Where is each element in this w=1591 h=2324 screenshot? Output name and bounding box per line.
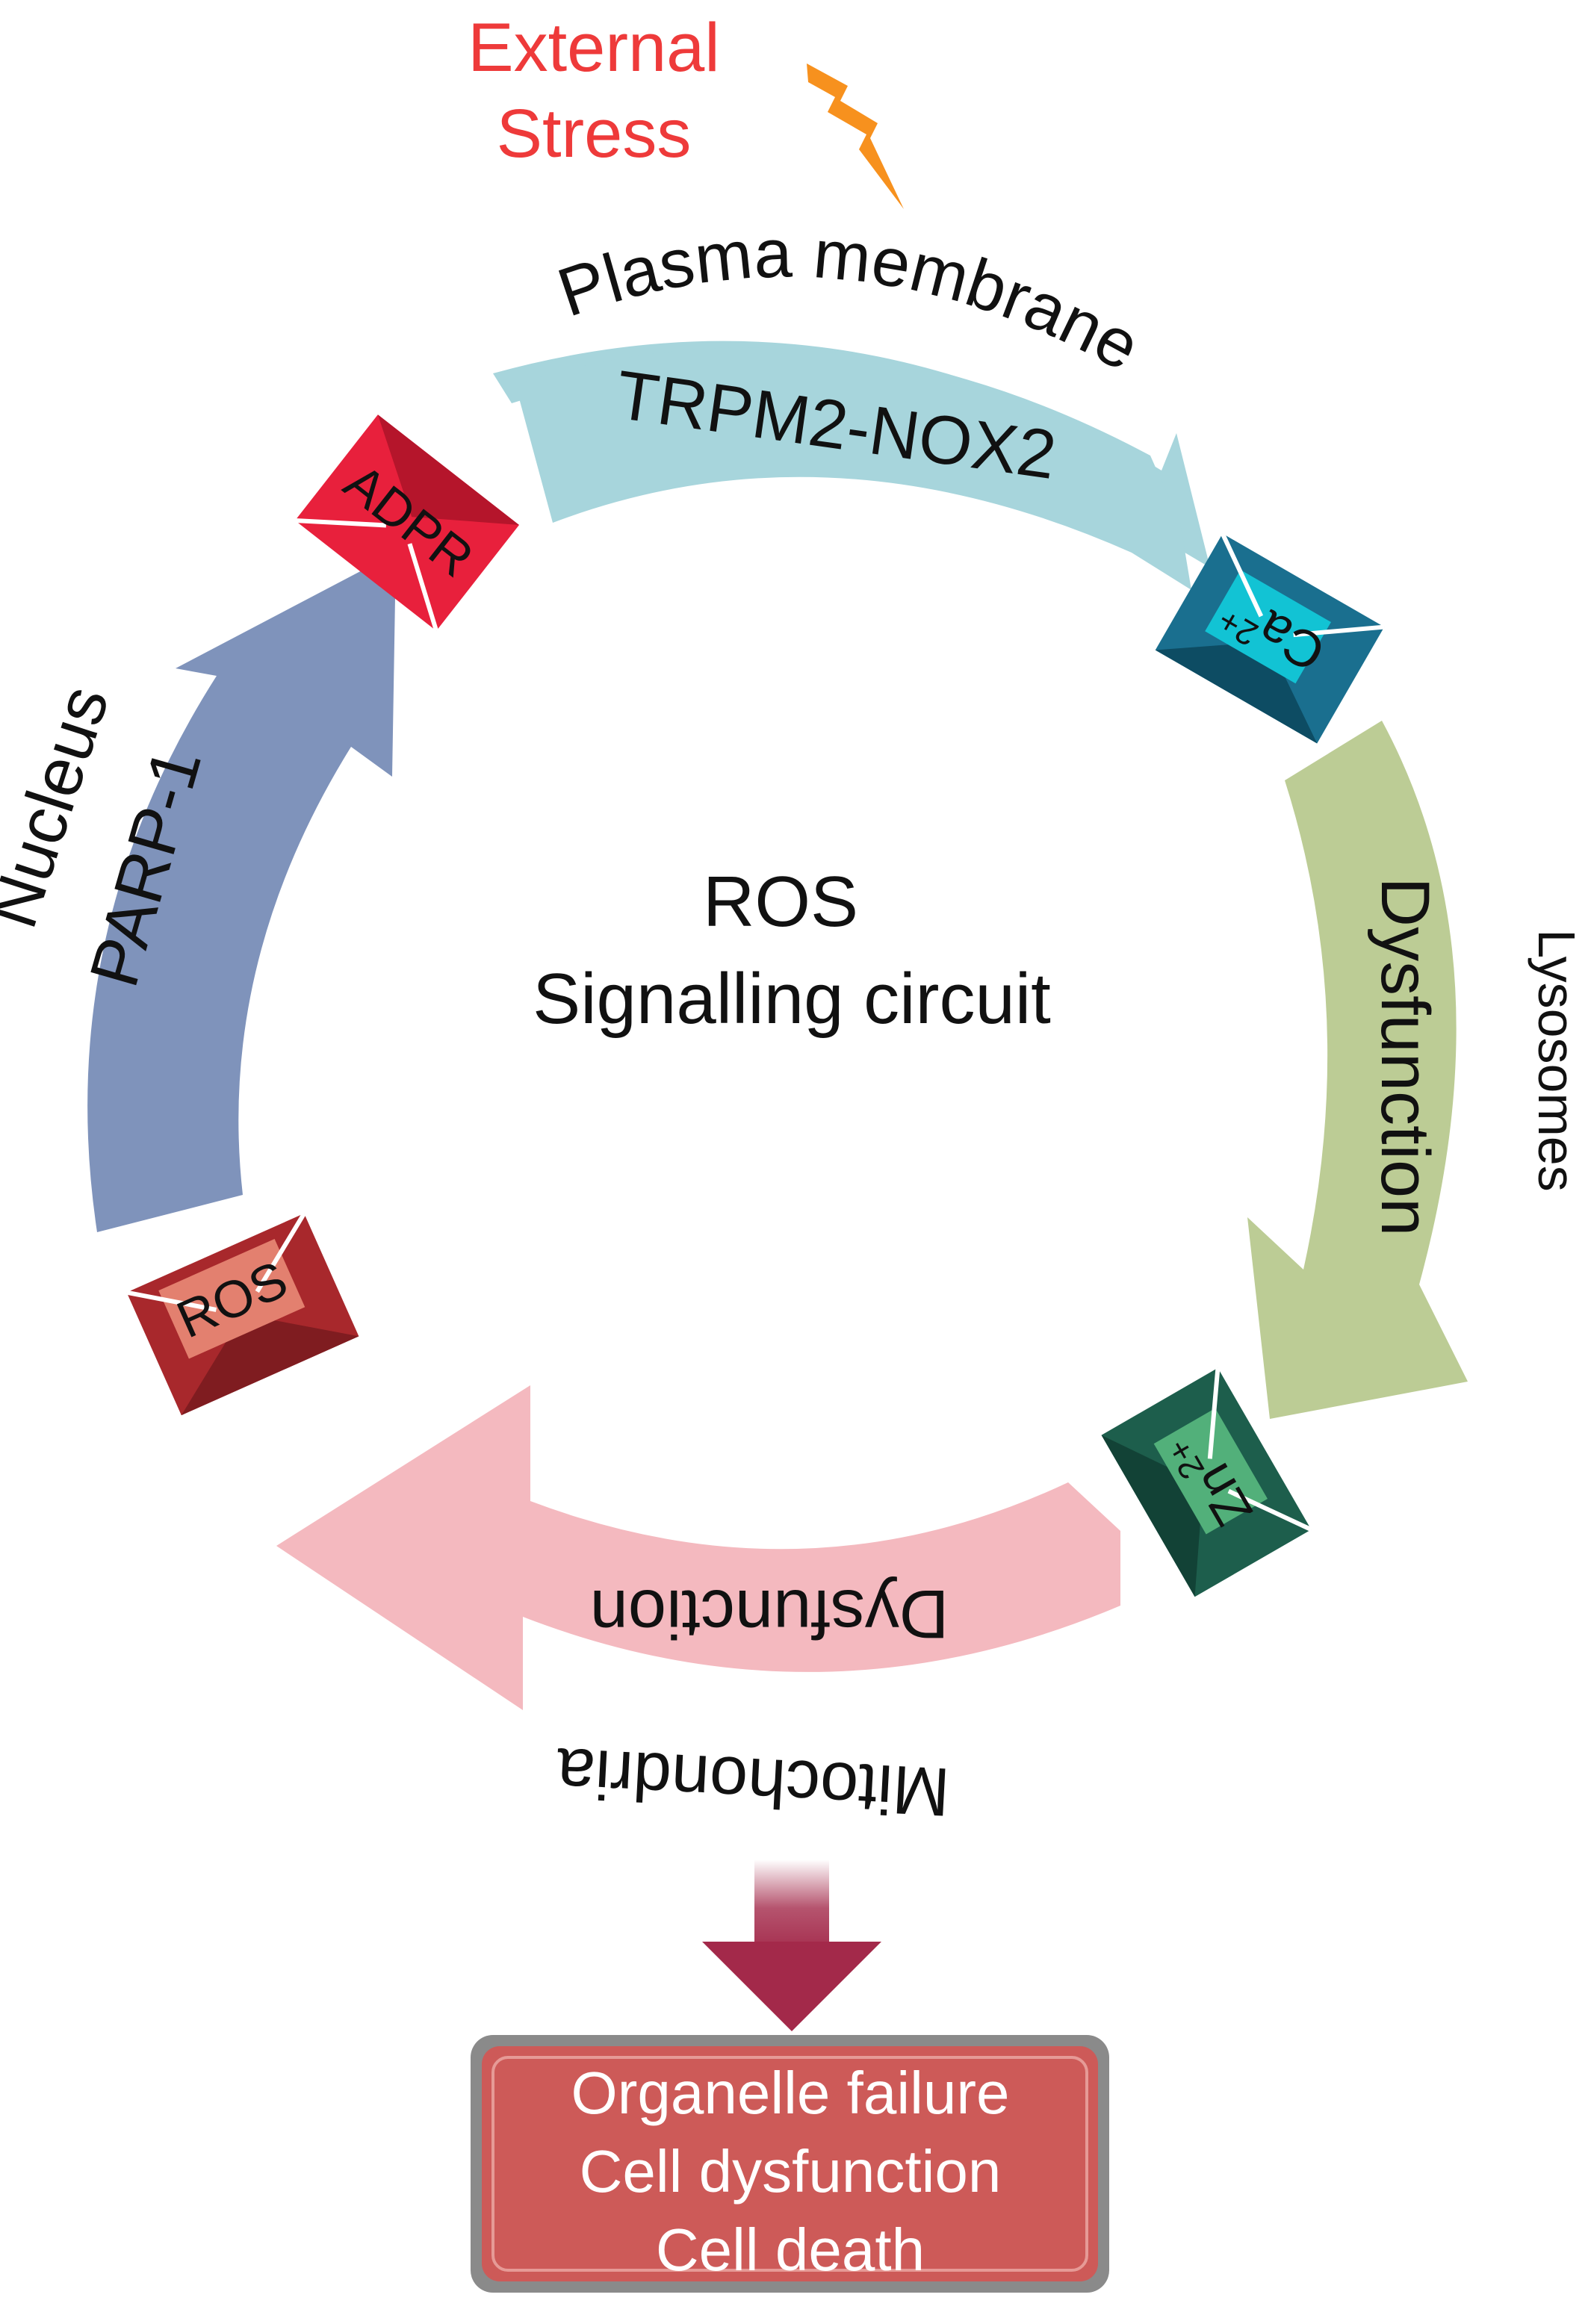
lysosomes-location-label: Lysosomes bbox=[1528, 929, 1586, 1191]
center-title: ROS Signalling circuit bbox=[533, 862, 1051, 1039]
plasma-membrane-arrow bbox=[493, 341, 1210, 568]
nucleus-arrow bbox=[87, 553, 396, 1232]
adpr-envelope-icon bbox=[295, 414, 519, 631]
down-arrow-shaft bbox=[754, 1859, 829, 1957]
mitochondria-arrow-label: Dysfunction bbox=[590, 1576, 949, 1652]
mitochondria-location-label: Mitochondria bbox=[554, 1733, 952, 1830]
outcome-line1: Organelle failure bbox=[571, 2060, 1010, 2126]
external-stress-label-line2: Stress bbox=[497, 96, 692, 172]
outcome-arrow bbox=[702, 1859, 881, 2031]
outcome-box: Organelle failure Cell dysfunction Cell … bbox=[471, 2035, 1109, 2293]
nucleus-segment: PARP-1 Nucleus bbox=[0, 553, 396, 1232]
plasma-membrane-segment: Plasma membrane TRPM2-NOX2 bbox=[493, 215, 1210, 590]
outcome-line3: Cell death bbox=[656, 2216, 925, 2283]
down-arrow-icon bbox=[702, 1942, 881, 2031]
lysosomes-arrow bbox=[1247, 721, 1468, 1419]
mitochondria-arrow bbox=[276, 1385, 1120, 1710]
center-title-line1: ROS bbox=[703, 862, 858, 942]
center-title-line2: Signalling circuit bbox=[533, 959, 1051, 1039]
mitochondria-segment: Dysfunction Mitochondria bbox=[276, 1385, 1120, 1830]
outcome-line2: Cell dysfunction bbox=[580, 2138, 1002, 2205]
external-stress-label-line1: External bbox=[468, 10, 720, 86]
outcome-box-fill bbox=[482, 2046, 1098, 2281]
lysosomes-segment: Dysfunction Lysosomes bbox=[1247, 721, 1586, 1419]
ros-messenger: ROS bbox=[126, 1212, 359, 1416]
external-stress: External Stress bbox=[468, 10, 904, 209]
lysosomes-arrow-label: Dysfunction bbox=[1367, 877, 1443, 1237]
lightning-bolt-icon bbox=[807, 63, 904, 209]
adpr-messenger: ADPR bbox=[294, 414, 519, 632]
plasma-membrane-arrow-body bbox=[515, 347, 1191, 590]
zinc-messenger: Zn2+ bbox=[1101, 1367, 1312, 1597]
calcium-messenger: Ca2+ bbox=[1155, 532, 1385, 744]
